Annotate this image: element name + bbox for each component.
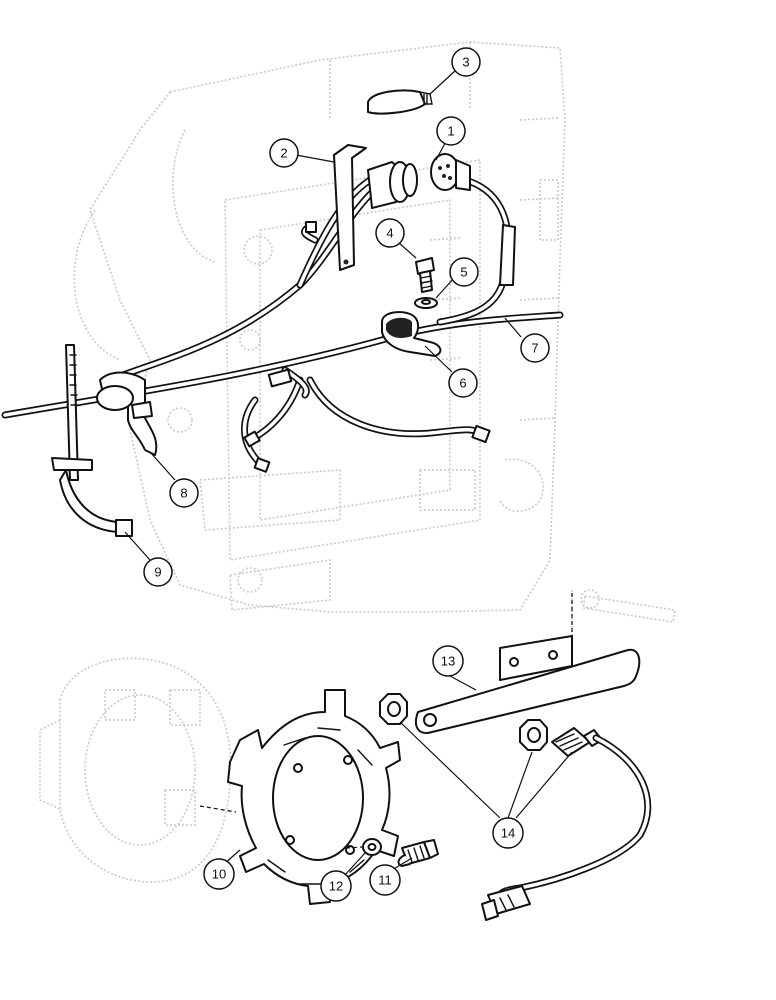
tone-plate-10: [227, 689, 401, 905]
callout-10: 10: [203, 858, 235, 890]
wire-end-connectors: [243, 221, 491, 473]
callout-label-2: 2: [280, 146, 287, 161]
nut-14a: [379, 693, 408, 725]
sleeve-7: [499, 224, 516, 286]
bracket-2: [333, 144, 367, 271]
callout-13: 13: [432, 645, 464, 677]
callout-7: 7: [520, 333, 550, 363]
nut-14b: [519, 719, 548, 751]
callout-label-10: 10: [212, 867, 226, 882]
callout-11: 11: [369, 864, 401, 896]
leader-lines: [124, 69, 573, 877]
speed-sensor-14: [481, 727, 652, 921]
clamp-6: [381, 311, 442, 357]
callout-14: 14: [492, 817, 524, 849]
washer-5: [414, 297, 438, 309]
ghost-bolt: [571, 589, 676, 660]
callout-9: 9: [143, 557, 173, 587]
callout-label-3: 3: [462, 55, 469, 70]
callout-label-8: 8: [180, 486, 187, 501]
callout-label-12: 12: [329, 879, 343, 894]
callout-3: 3: [451, 47, 481, 77]
callout-label-1: 1: [447, 124, 454, 139]
wiring-harness: [1, 176, 564, 469]
callout-label-9: 9: [154, 565, 161, 580]
callout-label-11: 11: [378, 873, 392, 888]
callout-4: 4: [375, 218, 405, 248]
callout-1: 1: [436, 116, 466, 146]
transmission-housing-ghost: [73, 41, 566, 613]
bolt-11: [397, 839, 439, 867]
callout-5: 5: [449, 257, 479, 287]
callout-label-13: 13: [441, 654, 455, 669]
pto-housing-ghost: [39, 657, 232, 883]
washer-12: [362, 838, 382, 856]
callout-12: 12: [320, 870, 352, 902]
callout-2: 2: [269, 138, 299, 168]
callout-label-4: 4: [386, 226, 393, 241]
callout-label-5: 5: [460, 265, 467, 280]
connector-1: [367, 153, 471, 209]
callout-label-14: 14: [501, 826, 515, 841]
callout-label-6: 6: [459, 376, 466, 391]
bracket-arm-13: [414, 635, 641, 734]
bolt-4: [415, 257, 435, 293]
callout-8: 8: [169, 478, 199, 508]
callout-label-7: 7: [531, 341, 538, 356]
callout-6: 6: [448, 368, 478, 398]
alignment-lines: [199, 590, 573, 849]
bracket-9: [51, 344, 133, 537]
clamp-8: [96, 371, 158, 456]
plug-3: [367, 89, 433, 115]
